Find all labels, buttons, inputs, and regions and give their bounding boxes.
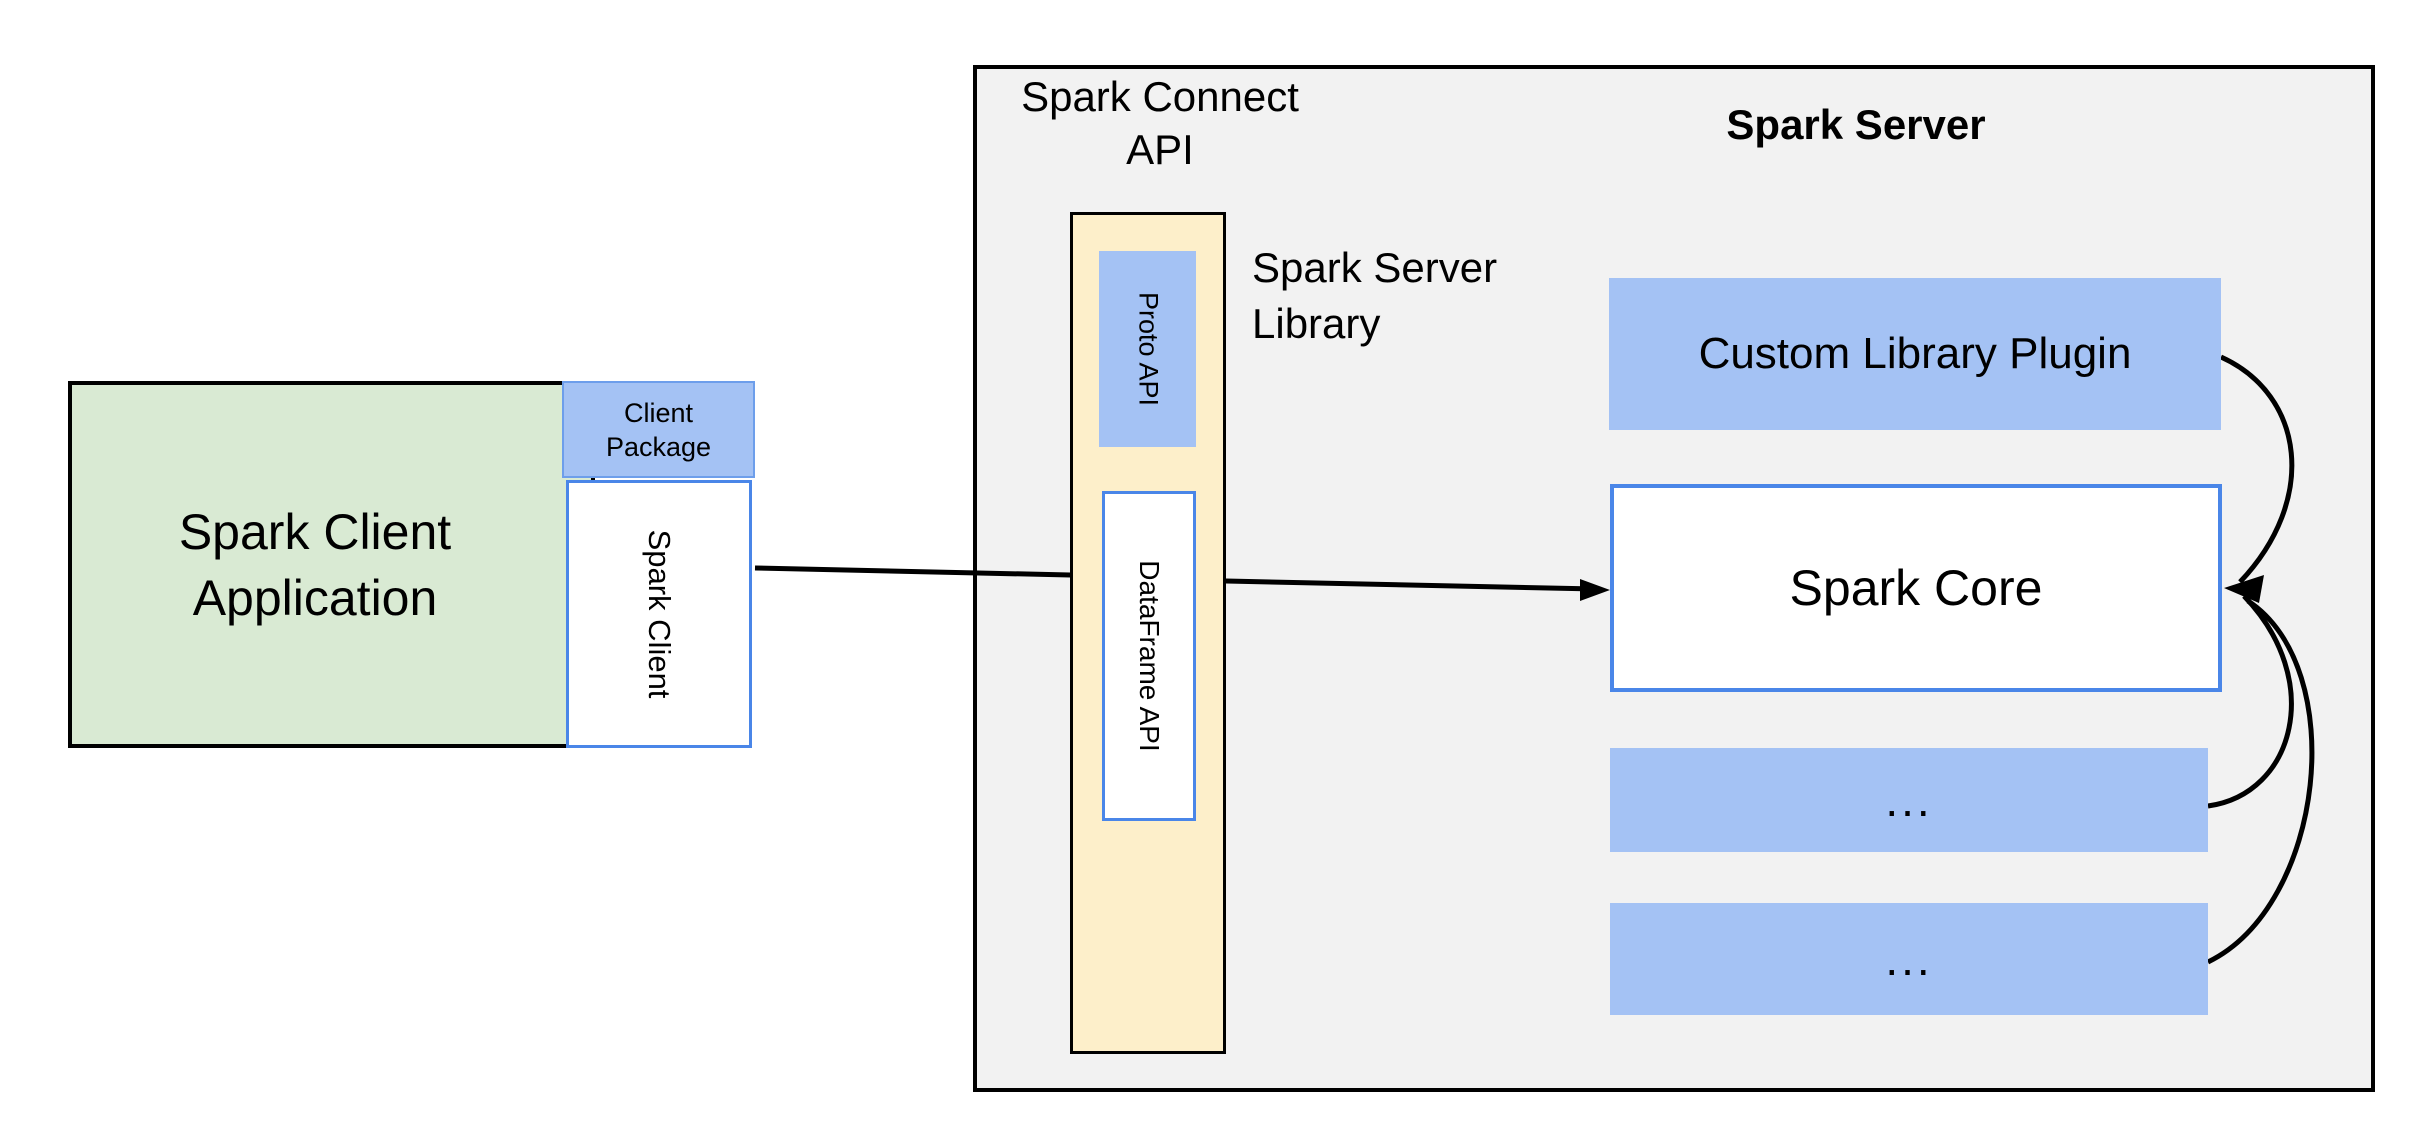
spark-core-box: Spark Core	[1610, 484, 2222, 692]
spark-core-label: Spark Core	[1789, 560, 2043, 616]
spark-client-application-line2: Application	[192, 569, 438, 626]
spark-connect-api-label: Spark Connect API	[1010, 70, 1310, 176]
proto-api-box: Proto API	[1099, 251, 1196, 447]
dataframe-api-box: DataFrame API	[1102, 491, 1196, 821]
spark-client-application-line1: Spark Client	[178, 503, 452, 560]
spark-server-library-line2: Library	[1252, 300, 1381, 347]
other-module-box-1: ...	[1610, 748, 2208, 852]
spark-server-library-label: Spark Server Library	[1252, 240, 1612, 352]
spark-client-box: Spark Client	[566, 480, 752, 748]
spark-client-label: Spark Client	[642, 529, 677, 699]
client-package-box: Client Package	[562, 381, 755, 478]
other-module-ellipsis-1: ...	[1885, 774, 1933, 826]
spark-server-title: Spark Server	[1726, 101, 1986, 148]
dataframe-api-label: DataFrame API	[1134, 560, 1165, 752]
other-module-ellipsis-2: ...	[1885, 933, 1933, 985]
client-package-line1: Client	[623, 397, 694, 428]
custom-library-plugin-box: Custom Library Plugin	[1609, 278, 2221, 430]
spark-connect-api-line1: Spark Connect	[1021, 73, 1299, 120]
proto-api-label: Proto API	[1133, 291, 1163, 407]
custom-library-plugin-label: Custom Library Plugin	[1698, 329, 2132, 378]
client-package-line2: Package	[605, 431, 712, 462]
spark-client-application-label: Spark Client Application	[68, 381, 562, 748]
spark-connect-api-line2: API	[1126, 126, 1194, 173]
spark-server-library-line1: Spark Server	[1252, 244, 1498, 291]
other-module-box-2: ...	[1610, 903, 2208, 1015]
